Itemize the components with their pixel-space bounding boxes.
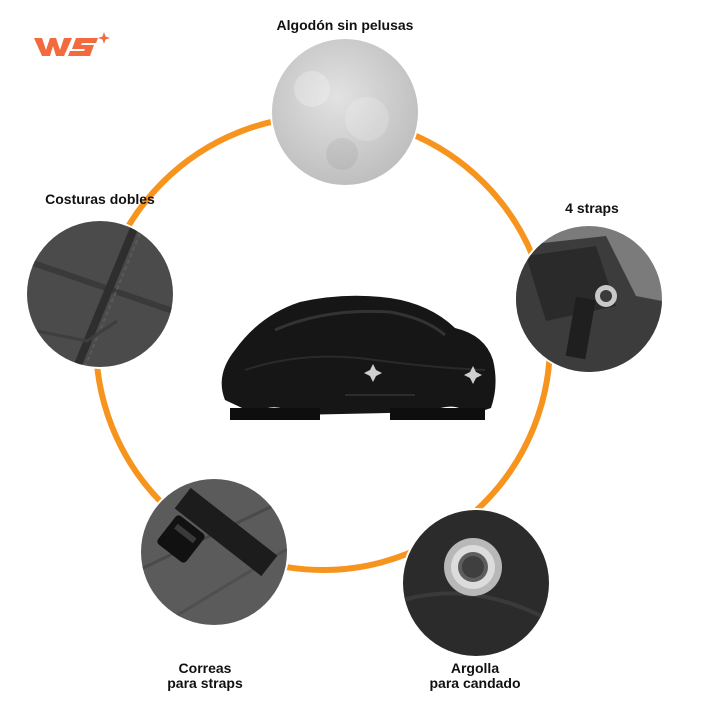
- label-bottom-left-line2: para straps: [167, 675, 243, 691]
- label-bottom-right: Argolla para candado: [415, 661, 535, 691]
- label-bottom-right-line2: para candado: [429, 675, 521, 691]
- label-bottom-right-line1: Argolla: [450, 660, 500, 676]
- buckle-strap-image: [141, 479, 287, 625]
- label-right: 4 straps: [557, 201, 627, 216]
- label-left: Costuras dobles: [30, 192, 170, 207]
- lock-grommet-image: [403, 510, 549, 656]
- label-bottom-left: Correas para straps: [150, 661, 260, 691]
- straps-image: [516, 226, 662, 372]
- label-top-text: Algodón sin pelusas: [276, 17, 414, 33]
- cotton-lining-image: [272, 39, 418, 185]
- label-bottom-left-line1: Correas: [178, 660, 232, 676]
- label-right-text: 4 straps: [565, 200, 619, 216]
- car-cover-image: [221, 295, 496, 420]
- ws-logo-icon: [34, 32, 110, 56]
- label-top: Algodón sin pelusas: [268, 18, 422, 33]
- label-left-text: Costuras dobles: [45, 191, 155, 207]
- double-seam-image: [27, 221, 173, 367]
